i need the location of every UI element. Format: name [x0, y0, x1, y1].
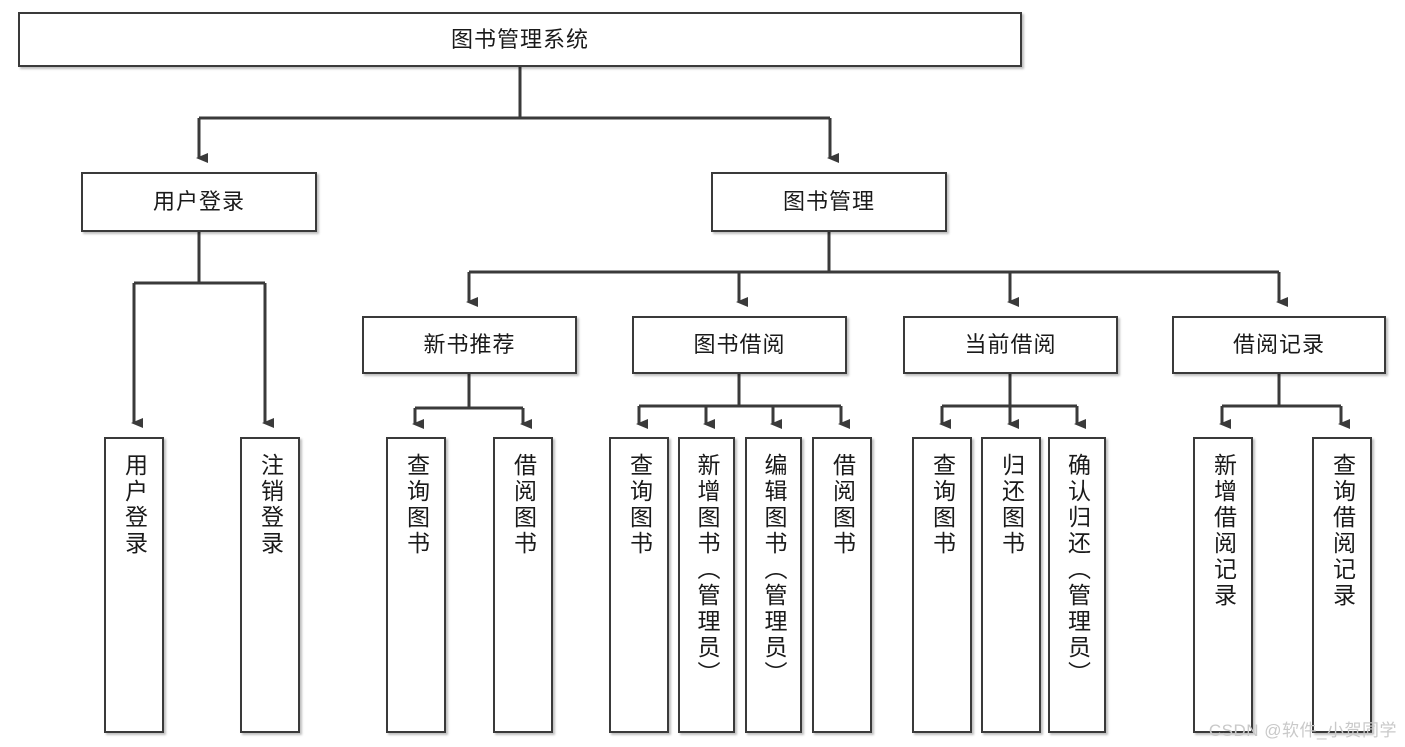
node-new-book-recommend-label: 新书推荐: [423, 332, 516, 358]
leaf-borrow-query-book[interactable]: 查询图书: [609, 437, 669, 733]
leaf-current-query-book-label: 查询图书: [929, 453, 956, 557]
node-new-book-recommend[interactable]: 新书推荐: [362, 316, 577, 374]
leaf-borrow-borrow-book[interactable]: 借阅图书: [812, 437, 872, 733]
csdn-watermark: CSDN @软件_小贺同学: [1208, 721, 1397, 740]
leaf-borrow-add-book[interactable]: 新增图书（管理员）: [678, 437, 735, 733]
node-borrow-record[interactable]: 借阅记录: [1172, 316, 1386, 374]
leaf-recommend-query-book[interactable]: 查询图书: [386, 437, 446, 733]
node-user-login-label: 用户登录: [152, 189, 245, 215]
leaf-user-login-signout[interactable]: 注销登录: [240, 437, 300, 733]
node-current-borrow[interactable]: 当前借阅: [903, 316, 1118, 374]
leaf-record-add-record[interactable]: 新增借阅记录: [1193, 437, 1253, 733]
leaf-record-query-record-label: 查询借阅记录: [1329, 453, 1356, 609]
leaf-current-confirm-return-label: 确认归还（管理员）: [1064, 453, 1091, 687]
leaf-current-query-book[interactable]: 查询图书: [912, 437, 972, 733]
leaf-record-query-record[interactable]: 查询借阅记录: [1312, 437, 1372, 733]
leaf-recommend-query-book-label: 查询图书: [403, 453, 430, 557]
node-current-borrow-label: 当前借阅: [964, 332, 1057, 358]
leaf-user-login-signout-label: 注销登录: [257, 453, 284, 557]
node-borrow-record-label: 借阅记录: [1232, 332, 1325, 358]
node-root-label: 图书管理系统: [450, 26, 589, 52]
leaf-recommend-borrow-book[interactable]: 借阅图书: [493, 437, 553, 733]
node-book-management-label: 图书管理: [782, 189, 875, 215]
node-book-management[interactable]: 图书管理: [711, 172, 947, 232]
leaf-borrow-edit-book-label: 编辑图书（管理员）: [761, 453, 787, 687]
leaf-borrow-add-book-label: 新增图书（管理员）: [694, 453, 720, 687]
leaf-borrow-borrow-book-label: 借阅图书: [829, 453, 856, 557]
leaf-borrow-edit-book[interactable]: 编辑图书（管理员）: [745, 437, 802, 733]
leaf-user-login-signin-label: 用户登录: [121, 453, 148, 557]
node-user-login[interactable]: 用户登录: [81, 172, 317, 232]
leaf-record-add-record-label: 新增借阅记录: [1210, 453, 1237, 609]
node-book-borrow[interactable]: 图书借阅: [632, 316, 847, 374]
leaf-current-return-book[interactable]: 归还图书: [981, 437, 1041, 733]
leaf-user-login-signin[interactable]: 用户登录: [104, 437, 164, 733]
node-root[interactable]: 图书管理系统: [18, 12, 1022, 67]
node-book-borrow-label: 图书借阅: [693, 332, 786, 358]
leaf-borrow-query-book-label: 查询图书: [626, 453, 653, 557]
leaf-current-return-book-label: 归还图书: [998, 453, 1025, 557]
leaf-current-confirm-return[interactable]: 确认归还（管理员）: [1048, 437, 1106, 733]
leaf-recommend-borrow-book-label: 借阅图书: [510, 453, 537, 557]
